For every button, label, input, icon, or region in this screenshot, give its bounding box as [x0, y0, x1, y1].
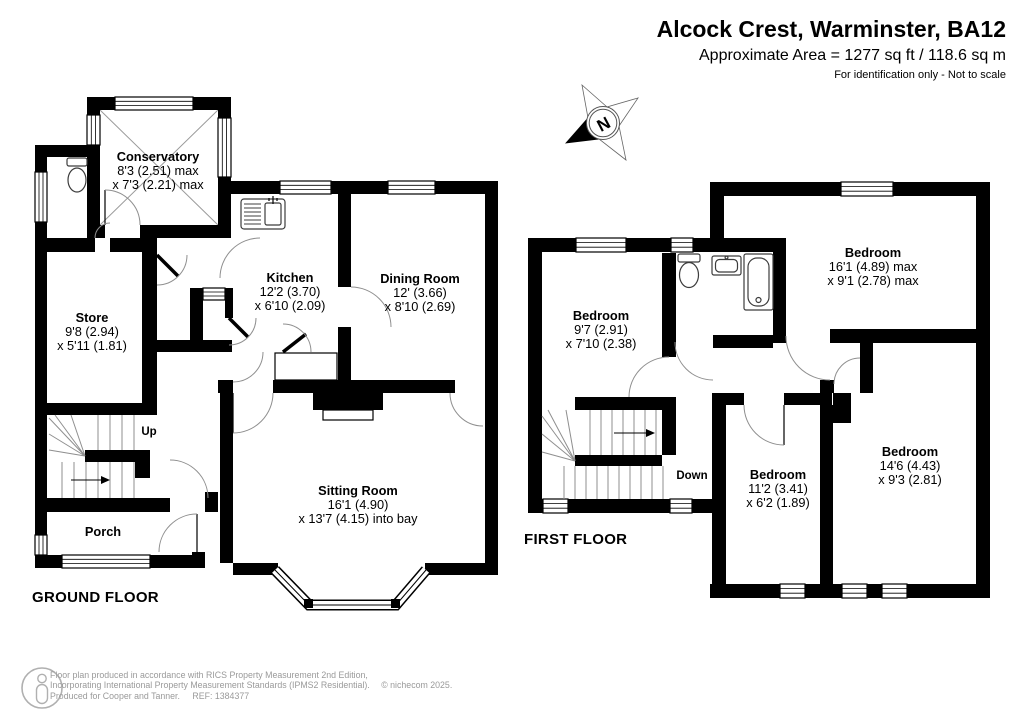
- ground-floor-doors: [94, 189, 484, 553]
- first-floor-plan: [528, 181, 990, 599]
- first-floor-label: FIRST FLOOR: [524, 531, 628, 548]
- bay-window: [271, 566, 431, 611]
- toilet-icon: [677, 253, 701, 289]
- stairs-up-label: Up: [141, 426, 157, 438]
- room-label-store: Store 9'8 (2.94) x 5'11 (1.81): [57, 310, 127, 353]
- identification-note: For identification only - Not to scale: [834, 69, 1006, 81]
- nichecom-logo-icon: [21, 667, 63, 709]
- hall-cupboard: [274, 323, 338, 381]
- footer-line2: Incorporating International Property Mea…: [50, 680, 453, 691]
- ground-floor-windows: [34, 96, 436, 569]
- ground-floor-label: GROUND FLOOR: [32, 589, 159, 606]
- first-floor-doors: [628, 335, 861, 446]
- stairs-down-label: Down: [676, 470, 708, 482]
- footer-disclaimer: Floor plan produced in accordance with R…: [50, 670, 452, 701]
- first-floor-windows: [542, 181, 908, 599]
- first-floor-walls: [528, 182, 990, 598]
- footer-line1: Floor plan produced in accordance with R…: [50, 670, 368, 680]
- copyright-text: © nichecom 2025.: [381, 680, 453, 691]
- ground-floor-plan: [34, 96, 498, 611]
- kitchen-sink-icon: [240, 196, 286, 230]
- approximate-area: Approximate Area = 1277 sq ft / 118.6 sq…: [699, 47, 1006, 64]
- bathtub-icon: [743, 253, 774, 311]
- footer-line3: Produced for Cooper and Tanner. REF: 138…: [50, 690, 250, 701]
- reference-number: REF: 1384377: [192, 690, 250, 701]
- staircase-first: [541, 409, 664, 499]
- ground-floor-walls: [35, 97, 498, 575]
- room-label-conservatory: Conservatory 8'3 (2.51) max x 7'3 (2.21)…: [112, 149, 204, 192]
- sink-icon: [711, 255, 742, 276]
- fireplace-hearth: [322, 409, 374, 421]
- conservatory-roof-lines: [99, 109, 219, 226]
- toilet-icon: [66, 157, 88, 193]
- room-label-sitting-room: Sitting Room 16'1 (4.90) x 13'7 (4.15) i…: [298, 483, 418, 526]
- room-label-porch: Porch: [84, 524, 122, 539]
- compass-north-icon: N: [565, 83, 639, 161]
- page-title: Alcock Crest, Warminster, BA12: [656, 16, 1006, 42]
- staircase-ground: [48, 414, 135, 498]
- room-label-dining-room: Dining Room 12' (3.66) x 8'10 (2.69): [380, 271, 460, 314]
- room-label-kitchen: Kitchen 12'2 (3.70) x 6'10 (2.09): [254, 270, 326, 313]
- room-label-bedroom-bottom-right: Bedroom 14'6 (4.43) x 9'3 (2.81): [878, 444, 942, 487]
- room-label-bedroom-left: Bedroom 9'7 (2.91) x 7'10 (2.38): [565, 308, 637, 351]
- room-label-bedroom-bottom-middle: Bedroom 11'2 (3.41) x 6'2 (1.89): [746, 467, 810, 510]
- room-label-bedroom-top-right: Bedroom 16'1 (4.89) max x 9'1 (2.78) max: [827, 245, 919, 288]
